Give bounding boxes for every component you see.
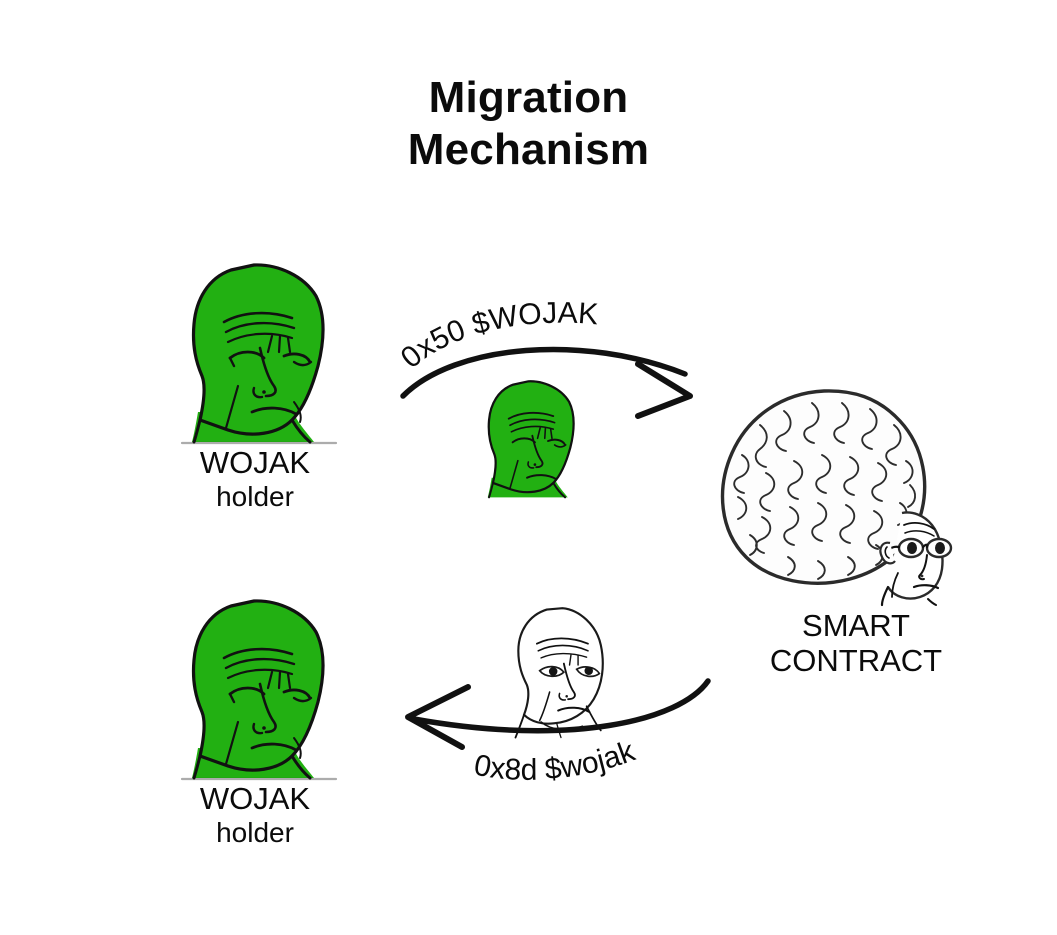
return-flow-label: 0x8d $wojak	[472, 734, 641, 787]
big-brain-wojak-face-icon	[720, 389, 953, 607]
wojak-holder-bottom-label-line2: holder	[216, 816, 294, 848]
white-wojak-face-icon	[514, 607, 604, 739]
smart-contract-label-line2: CONTRACT	[769, 642, 943, 678]
return-arrow-shaft	[411, 678, 711, 734]
green-wojak-face-icon	[487, 380, 575, 499]
return-flow-arrow: 0x8d $wojak	[390, 655, 735, 795]
deposit-arrowhead-icon	[635, 361, 693, 419]
wojak-holder-bottom-label: WOJAK holder	[110, 781, 400, 848]
green-wojak-face-icon	[180, 599, 338, 781]
deposit-flow-arrow: 0x50 $WOJAK	[385, 297, 730, 460]
title-line-1: Migration	[428, 73, 629, 122]
title-line-2: Mechanism	[407, 124, 650, 174]
page-title: Migration Mechanism	[0, 72, 1057, 176]
wojak-holder-top-label-line1: WOJAK	[199, 445, 311, 480]
smart-contract-label: SMART CONTRACT	[706, 608, 1006, 678]
wojak-holder-bottom-figure	[168, 598, 348, 783]
wojak-holder-top-label: WOJAK holder	[110, 445, 400, 512]
green-wojak-face-icon	[180, 263, 338, 445]
smart-contract-label-line1: SMART	[802, 608, 910, 643]
wojak-holder-bottom-label-line1: WOJAK	[199, 781, 311, 816]
wojak-holder-top-label-line2: holder	[216, 480, 294, 512]
deposit-flow-label: 0x50 $WOJAK	[395, 297, 600, 375]
return-token-figure	[497, 600, 625, 740]
wojak-holder-top-figure	[168, 262, 348, 447]
deposit-token-figure	[472, 375, 590, 505]
smart-contract-figure	[712, 385, 962, 607]
return-arrowhead-icon	[405, 684, 471, 750]
